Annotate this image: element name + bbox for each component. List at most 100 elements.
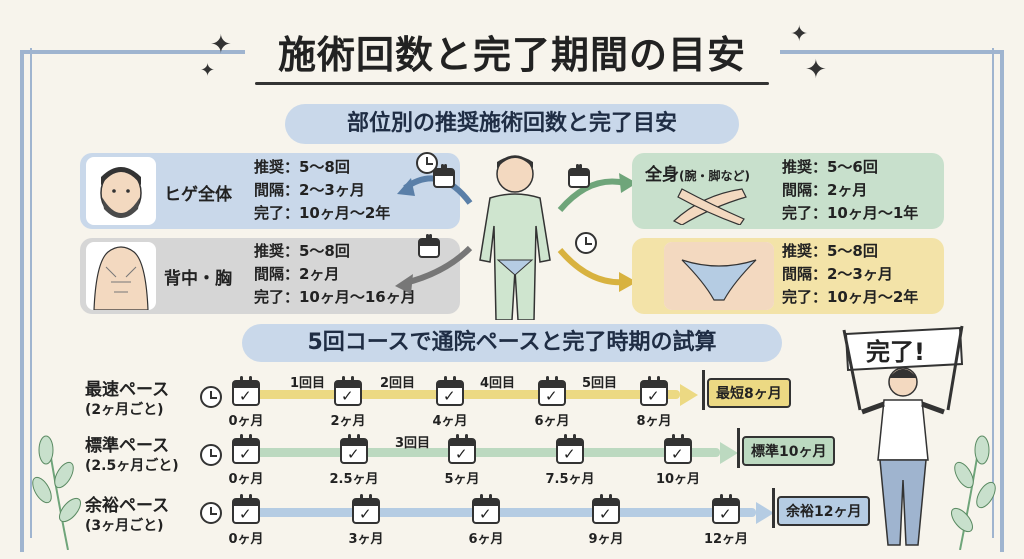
title-underline [255, 82, 769, 85]
alarm-clock-icon [200, 386, 222, 408]
month-label: 0ヶ月 [228, 414, 264, 429]
calendar-icon [418, 234, 440, 258]
pace-label-standard: 標準ペース (2.5ヶ月ごと) [85, 436, 179, 476]
interval: 間隔：2ヶ月 [782, 181, 868, 199]
celebrating-person-illustration [842, 325, 964, 546]
frame-top-left [20, 50, 245, 54]
calendar-check-icon: ✓ [712, 494, 740, 524]
clock-icon [575, 232, 597, 254]
pace-sub: (2ヶ月ごと) [85, 402, 164, 418]
pace-label-relaxed: 余裕ペース (3ヶ月ごと) [85, 496, 169, 536]
pace-name: 余裕ペース [85, 496, 170, 516]
interval: 間隔：2〜3ヶ月 [782, 265, 893, 283]
calendar-check-icon: ✓ [556, 434, 584, 464]
pace-label-fastest: 最速ペース (2ヶ月ごと) [85, 380, 169, 420]
month-label: 6ヶ月 [534, 414, 570, 429]
rec-count: 推奨：5〜6回 [782, 158, 878, 176]
calendar-check-icon: ✓ [232, 376, 260, 406]
month-label: 10ヶ月 [655, 472, 701, 487]
clock-icon [416, 152, 438, 174]
calendar-check-icon: ✓ [592, 494, 620, 524]
section1-heading: 部位別の推奨施術回数と完了目安 [285, 104, 739, 144]
sparkle-icon: ✦ [200, 60, 216, 81]
calendar-check-icon: ✓ [448, 434, 476, 464]
month-label: 8ヶ月 [636, 414, 672, 429]
frame-left [20, 52, 24, 552]
calendar-check-icon: ✓ [340, 434, 368, 464]
month-label: 7.5ヶ月 [545, 472, 595, 487]
limbs-illustration [672, 188, 747, 225]
month-label: 9ヶ月 [588, 532, 624, 547]
area-info-back-chest: 推奨：5〜8回 間隔：2ヶ月 完了：10ヶ月〜16ヶ月 [254, 240, 416, 309]
leaf-branch-icon [32, 435, 81, 550]
rec-count: 推奨：5〜8回 [254, 242, 350, 260]
section2-heading: 5回コースで通院ペースと完了時期の試算 [242, 324, 782, 362]
torso-illustration [93, 246, 149, 310]
track-arrowhead [756, 502, 774, 524]
visit-label: 5回目 [582, 376, 618, 391]
pace-name: 最速ペース [85, 380, 170, 400]
pace-sub: (3ヶ月ごと) [85, 518, 164, 534]
month-label: 6ヶ月 [468, 532, 504, 547]
finish-line [772, 488, 775, 528]
month-label: 4ヶ月 [432, 414, 468, 429]
calendar-check-icon: ✓ [640, 376, 668, 406]
month-label: 5ヶ月 [444, 472, 480, 487]
visit-label: 2回目 [380, 376, 416, 391]
alarm-clock-icon [200, 444, 222, 466]
month-label: 0ヶ月 [228, 472, 264, 487]
area-name-back-chest: 背中・胸 [164, 269, 232, 289]
month-label: 2ヶ月 [330, 414, 366, 429]
area-info-fullbody: 推奨：5〜6回 間隔：2ヶ月 完了：10ヶ月〜1年 [782, 156, 918, 225]
body-figure-illustration [479, 155, 551, 320]
visit-label: 4回目 [480, 376, 516, 391]
calendar-check-icon: ✓ [538, 376, 566, 406]
completion: 完了：10ヶ月〜2年 [782, 288, 919, 306]
beard-face-illustration [100, 167, 142, 218]
completion: 完了：10ヶ月〜16ヶ月 [254, 288, 416, 306]
month-label: 0ヶ月 [228, 532, 264, 547]
calendar-check-icon: ✓ [232, 494, 260, 524]
arrow-to-back-icon [395, 245, 473, 294]
arrow-to-vio-icon [557, 248, 637, 292]
calendar-check-icon: ✓ [232, 434, 260, 464]
calendar-check-icon: ✓ [352, 494, 380, 524]
timeline-track-standard [240, 448, 720, 457]
month-label: 3ヶ月 [348, 532, 384, 547]
frame-left-inner [30, 48, 32, 538]
sparkle-icon: ✦ [790, 22, 809, 47]
pace-sub: (2.5ヶ月ごと) [85, 458, 179, 474]
visit-label: 1回目 [290, 376, 326, 391]
pace-name: 標準ペース [85, 436, 170, 456]
frame-top-right [780, 50, 1004, 54]
month-label: 2.5ヶ月 [329, 472, 379, 487]
interval: 間隔：2〜3ヶ月 [254, 181, 365, 199]
completion: 完了：10ヶ月〜2年 [254, 204, 391, 222]
finish-line [737, 428, 740, 468]
track-arrowhead [720, 442, 738, 464]
completion: 完了：10ヶ月〜1年 [782, 204, 919, 222]
visit-label: 3回目 [395, 436, 431, 451]
interval: 間隔：2ヶ月 [254, 265, 340, 283]
leaf-branch-icon [951, 435, 996, 550]
arrow-to-fullbody-icon [557, 173, 637, 212]
calendar-icon [433, 164, 455, 188]
complete-banner-text: 完了! [866, 338, 925, 366]
calendar-icon [568, 164, 590, 188]
area-name-fullbody-sub: (腕・脚など) [679, 169, 750, 183]
calendar-check-icon: ✓ [664, 434, 692, 464]
back-chest-portrait [86, 242, 156, 310]
calendar-check-icon: ✓ [472, 494, 500, 524]
rec-count: 推奨：5〜8回 [782, 242, 878, 260]
frame-right-inner [992, 48, 994, 538]
area-info-vio: 推奨：5〜8回 間隔：2〜3ヶ月 完了：10ヶ月〜2年 [782, 240, 918, 309]
sparkle-icon: ✦ [210, 30, 232, 60]
area-name-fullbody-main: 全身 [645, 165, 679, 185]
track-arrowhead [680, 384, 698, 406]
rec-count: 推奨：5〜8回 [254, 158, 350, 176]
area-name-beard: ヒゲ全体 [164, 185, 232, 205]
area-info-beard: 推奨：5〜8回 間隔：2〜3ヶ月 完了：10ヶ月〜2年 [254, 156, 390, 225]
vio-illustration [664, 242, 774, 310]
end-tag-fastest: 最短8ヶ月 [707, 378, 791, 408]
end-tag-standard: 標準10ヶ月 [742, 436, 836, 466]
